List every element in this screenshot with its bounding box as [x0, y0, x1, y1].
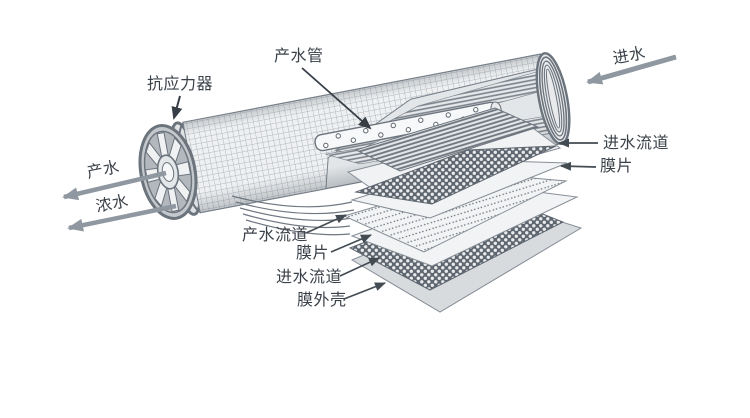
label-feed-channel-bottom: 进水流道 — [276, 267, 343, 286]
sheet-feed-spacer-top — [354, 145, 557, 205]
product-water-arrow — [62, 170, 167, 201]
label-anti-stress-device: 抗应力器 — [147, 74, 214, 93]
membrane-bottom-leader — [330, 234, 372, 253]
feed-water-arrow — [586, 54, 677, 85]
anti-stress-leader — [171, 95, 183, 120]
product-channel-leader — [305, 214, 347, 234]
product-pipe-leader — [301, 67, 372, 130]
outer-shell-leader — [343, 282, 386, 300]
label-membrane-right: 膜片 — [600, 156, 634, 175]
label-product-channel: 产水流道 — [242, 225, 309, 244]
feed-channel-bottom-leader — [339, 257, 380, 277]
membrane-right-leader — [560, 161, 597, 171]
concentrate-arrow — [67, 203, 177, 232]
unrolled-layer-curves — [231, 195, 355, 236]
end-cap-wheel — [138, 124, 198, 220]
leader-arrows — [171, 67, 598, 300]
label-membrane-bottom: 膜片 — [296, 243, 330, 262]
label-outer-shell: 膜外壳 — [297, 290, 347, 309]
label-feed-channel-right: 进水流道 — [603, 133, 670, 152]
wound-layers-wedge — [354, 107, 540, 172]
layer-stack — [342, 145, 583, 313]
flow-arrows — [62, 54, 677, 232]
label-product-water-pipe: 产水管 — [274, 46, 324, 65]
